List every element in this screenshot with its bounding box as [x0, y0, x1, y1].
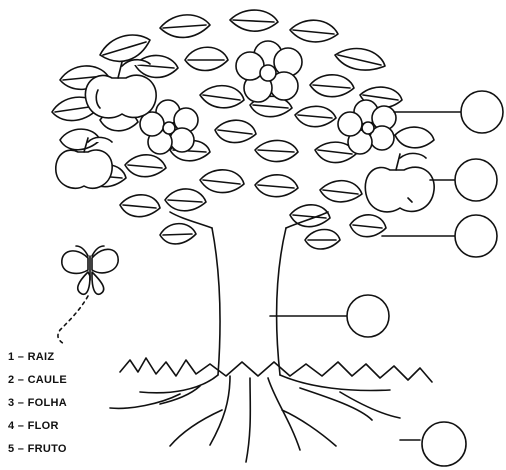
leaf — [200, 86, 244, 108]
answer-circle-fruit[interactable] — [455, 159, 497, 201]
butterfly — [58, 246, 118, 344]
leaf — [395, 127, 434, 148]
legend-item-caule: 2 – CAULE — [8, 369, 67, 392]
legend: 1 – RAIZ 2 – CAULE 3 – FOLHA 4 – FLOR 5 … — [8, 346, 67, 461]
answer-circle-leaf[interactable] — [455, 215, 497, 257]
answer-circle-trunk[interactable] — [347, 295, 389, 337]
legend-item-raiz: 1 – RAIZ — [8, 346, 67, 369]
legend-item-flor: 4 – FLOR — [8, 415, 67, 438]
answer-circle-root[interactable] — [422, 422, 466, 466]
legend-item-fruto: 5 – FRUTO — [8, 438, 67, 461]
leaf — [185, 47, 228, 70]
leaf — [335, 49, 385, 71]
answer-circle-flower[interactable] — [461, 91, 503, 133]
roots — [110, 358, 432, 462]
flower — [236, 41, 302, 102]
legend-item-folha: 3 – FOLHA — [8, 392, 67, 415]
fruit — [365, 153, 434, 212]
